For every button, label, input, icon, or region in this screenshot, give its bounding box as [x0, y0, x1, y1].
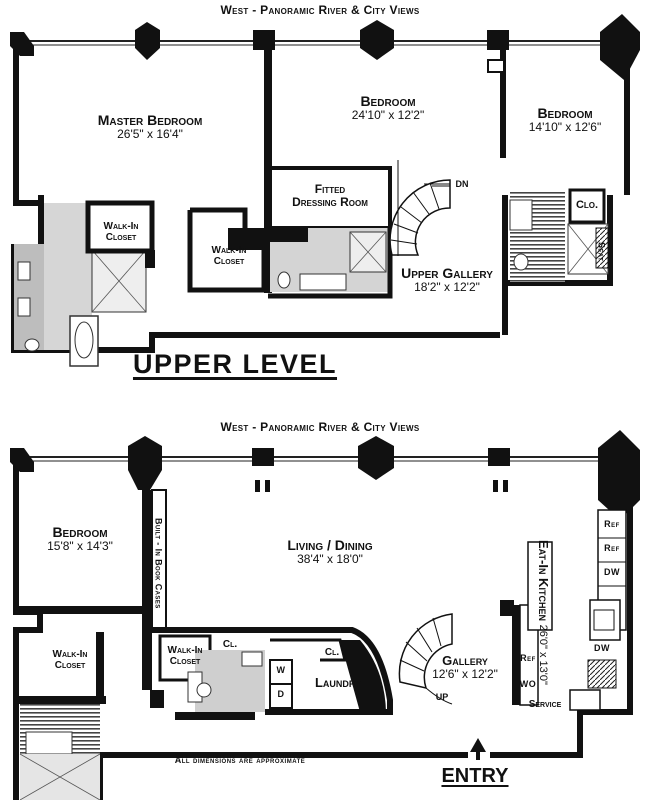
walk-in-closet-1-line1: Walk-In — [103, 221, 139, 232]
walk-in-closet-1-line2: Closet — [105, 231, 137, 243]
gallery-dims: 12'6" x 12'2" — [432, 667, 498, 682]
walk-in-closet-hall-line1: Walk-In — [167, 645, 203, 656]
eat-in-kitchen-name: Eat-In Kitchen — [536, 540, 552, 621]
walk-in-closet-2-label: Walk-In Closet — [200, 245, 258, 268]
master-bedroom-dims: 26'5" x 16'4" — [117, 127, 183, 142]
appliance-dw-2: DW — [594, 643, 610, 653]
walk-in-closet-bed-label: Walk-In Closet — [42, 649, 98, 672]
stair-up-label: UP — [435, 692, 449, 702]
lower-bedroom-dims: 15'8" x 14'3" — [47, 539, 113, 554]
gallery-name: Gallery — [442, 653, 488, 668]
upper-level-title: UPPER LEVEL — [132, 349, 338, 379]
eat-in-kitchen-label: Eat-In Kitchen 26'0" x 13'0" — [536, 540, 552, 685]
lower-views-label: West - Panoramic River & City Views — [220, 420, 420, 434]
master-bedroom-label: Master Bedroom 26'5" x 16'4" — [70, 112, 230, 142]
fitted-dressing-room-label: Fitted Dressing Room — [275, 183, 385, 209]
lower-bedroom-label: Bedroom 15'8" x 14'3" — [30, 524, 130, 554]
entry-arrow-icon — [470, 738, 486, 760]
spiral-stair-upper — [389, 160, 451, 256]
spiral-stair-lower — [398, 613, 453, 705]
upper-gallery-label: Upper Gallery 18'2" x 12'2" — [392, 265, 502, 295]
appliance-ref-1: Ref — [604, 519, 620, 529]
bedroom-right-label: Bedroom 14'10" x 12'6" — [510, 105, 620, 135]
entry-label: ENTRY — [441, 765, 509, 787]
walk-in-closet-bed-line1: Walk-In — [52, 649, 88, 660]
fitted-dressing-line2: Dressing Room — [292, 194, 368, 209]
appliance-ref-2: Ref — [604, 543, 620, 553]
master-bedroom-name: Master Bedroom — [97, 112, 203, 128]
walk-in-closet-bed-line2: Closet — [54, 659, 86, 671]
service-label: Service — [528, 699, 562, 710]
cl-label-1: Cl. — [222, 639, 238, 650]
lower-level-plan — [10, 430, 640, 800]
bedroom-center-dims: 24'10" x 12'2" — [351, 108, 425, 123]
built-in-book-cases-label: Built - In Book Cases — [153, 517, 164, 609]
living-dining-label: Living / Dining 38'4" x 18'0" — [255, 537, 405, 567]
living-dining-name: Living / Dining — [287, 537, 373, 553]
bedroom-right-name: Bedroom — [537, 105, 593, 121]
stair-dn-label: DN — [455, 179, 469, 189]
fitted-dressing-line1: Fitted — [314, 182, 346, 196]
appliance-dw-1: DW — [604, 567, 620, 577]
laundry-label: Laundry — [314, 675, 362, 690]
eat-in-kitchen-dims: 26'0" x 13'0" — [537, 624, 550, 685]
walk-in-closet-2-line2: Closet — [213, 255, 245, 267]
cl-label-2: Cl. — [324, 647, 340, 658]
upper-views-label: West - Panoramic River & City Views — [220, 3, 420, 17]
gallery-label: Gallery 12'6" x 12'2" — [425, 653, 505, 682]
living-dining-dims: 38'4" x 18'0" — [297, 552, 363, 567]
walk-in-closet-hall-label: Walk-In Closet — [158, 645, 212, 668]
appliance-wo: WO — [519, 679, 537, 689]
appliance-ref-3: Ref — [520, 653, 536, 663]
appliance-dryer: D — [277, 689, 285, 699]
walk-in-closet-hall-line2: Closet — [169, 655, 201, 667]
dimensions-note: All dimensions are approximate — [174, 755, 306, 765]
walk-in-closet-2-line1: Walk-In — [211, 245, 247, 256]
bedroom-right-dims: 14'10" x 12'6" — [528, 120, 602, 135]
seat-label: Seat — [596, 242, 607, 262]
bedroom-center-label: Bedroom 24'10" x 12'2" — [318, 93, 458, 123]
upper-gallery-name: Upper Gallery — [401, 265, 493, 281]
upper-level-plan — [10, 14, 640, 367]
bedroom-center-name: Bedroom — [360, 93, 416, 109]
appliance-washer: W — [276, 665, 286, 675]
clo-label: Clo. — [575, 199, 599, 211]
walk-in-closet-1-label: Walk-In Closet — [92, 221, 150, 244]
lower-bedroom-name: Bedroom — [52, 524, 108, 540]
upper-gallery-dims: 18'2" x 12'2" — [414, 280, 480, 295]
